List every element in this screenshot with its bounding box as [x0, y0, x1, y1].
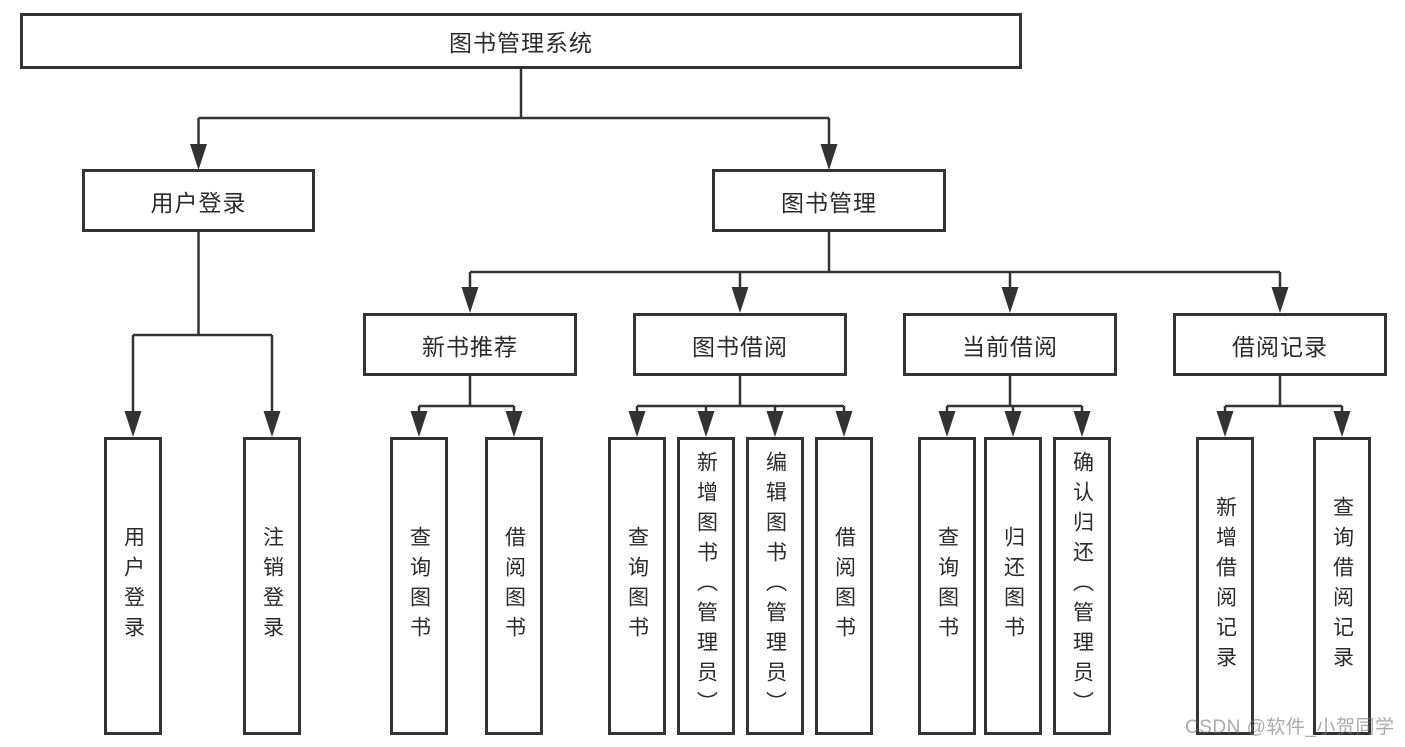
leaf-borrow-books-recommend: 借阅图书	[485, 437, 543, 735]
node-borrowing-records: 借阅记录	[1173, 313, 1387, 376]
leaf-query-books-recommend-label: 查询图书	[407, 526, 431, 646]
leaf-add-borrow-record: 新增借阅记录	[1196, 437, 1254, 735]
leaf-query-books-current: 查询图书	[918, 437, 976, 735]
leaf-confirm-return-admin-label: 确认归还（管理员）	[1070, 451, 1094, 721]
node-book-borrowing-label: 图书借阅	[692, 333, 788, 360]
leaf-add-books-admin: 新增图书（管理员）	[677, 437, 735, 735]
leaf-logout-label: 注销登录	[260, 526, 284, 646]
leaf-query-borrow-record-label: 查询借阅记录	[1330, 496, 1354, 676]
leaf-edit-books-admin: 编辑图书（管理员）	[746, 437, 804, 735]
leaf-query-books-borrowing: 查询图书	[608, 437, 666, 735]
leaf-add-borrow-record-label: 新增借阅记录	[1213, 496, 1237, 676]
leaf-return-books: 归还图书	[984, 437, 1042, 735]
node-user-login: 用户登录	[82, 169, 315, 232]
leaf-edit-books-admin-label: 编辑图书（管理员）	[763, 451, 787, 721]
node-current-borrowing: 当前借阅	[903, 313, 1117, 376]
node-current-borrowing-label: 当前借阅	[962, 333, 1058, 360]
node-book-management: 图书管理	[712, 169, 946, 232]
leaf-return-books-label: 归还图书	[1001, 526, 1025, 646]
node-book-borrowing: 图书借阅	[633, 313, 847, 376]
leaf-query-borrow-record: 查询借阅记录	[1313, 437, 1371, 735]
leaf-query-books-recommend: 查询图书	[390, 437, 448, 735]
leaf-borrow-books-recommend-label: 借阅图书	[502, 526, 526, 646]
leaf-logout: 注销登录	[243, 437, 301, 735]
csdn-watermark: CSDN @软件_小贺同学	[1185, 717, 1395, 738]
leaf-user-login-label: 用户登录	[121, 526, 145, 646]
node-library-system-label: 图书管理系统	[449, 30, 593, 56]
leaf-add-books-admin-label: 新增图书（管理员）	[694, 451, 718, 721]
node-user-login-label: 用户登录	[150, 189, 247, 216]
leaf-confirm-return-admin: 确认归还（管理员）	[1053, 437, 1111, 735]
node-book-management-label: 图书管理	[781, 189, 877, 216]
node-library-system: 图书管理系统	[20, 13, 1022, 69]
leaf-borrow-books: 借阅图书	[815, 437, 873, 735]
leaf-borrow-books-label: 借阅图书	[832, 526, 856, 646]
node-new-book-recommend-label: 新书推荐	[422, 333, 518, 360]
node-new-book-recommend: 新书推荐	[363, 313, 577, 376]
leaf-query-books-current-label: 查询图书	[935, 526, 959, 646]
leaf-user-login: 用户登录	[104, 437, 162, 735]
node-borrowing-records-label: 借阅记录	[1232, 333, 1328, 360]
leaf-query-books-borrowing-label: 查询图书	[625, 526, 649, 646]
